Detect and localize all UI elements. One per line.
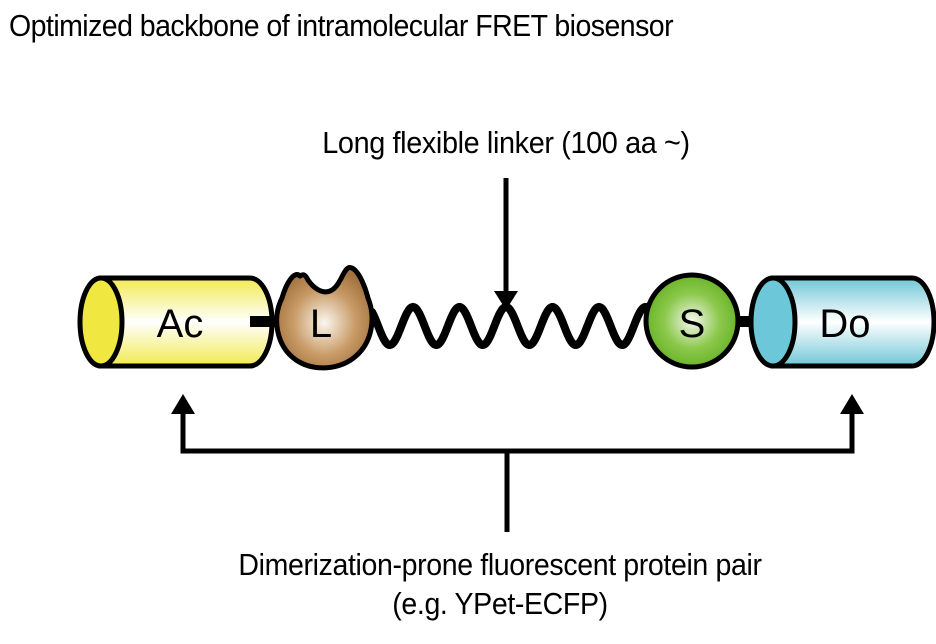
donor-cylinder-body [770,275,936,369]
connector-ac-l [250,316,284,327]
acceptor-module: Ac [77,275,275,369]
ligand-label: L [310,302,332,346]
flexible-linker [368,302,650,350]
acceptor-cylinder-end [77,275,125,369]
donor-module: Do [748,275,936,369]
donor-label: Do [819,302,870,346]
ligand-module: L [274,265,375,371]
ligand-blob [274,265,375,371]
bracket-arrow-left [171,394,195,414]
linker-label: Long flexible linker (100 aa ~) [322,125,690,160]
fp-pair-bracket [171,394,864,532]
bracket-arrow-right [840,394,864,414]
fp-pair-example-label: (e.g. YPet-ECFP) [392,586,608,621]
acceptor-label: Ac [157,302,204,346]
bracket-line [180,412,855,454]
linker-arrow-head [494,291,518,310]
fp-pair-label: Dimerization-prone fluorescent protein p… [238,547,762,582]
sensor-module: S [643,272,741,370]
donor-cylinder-end [748,275,798,369]
diagram-title: Optimized backbone of intramolecular FRE… [9,8,674,43]
sensor-label: S [679,302,706,346]
sensor-circle [643,272,741,370]
